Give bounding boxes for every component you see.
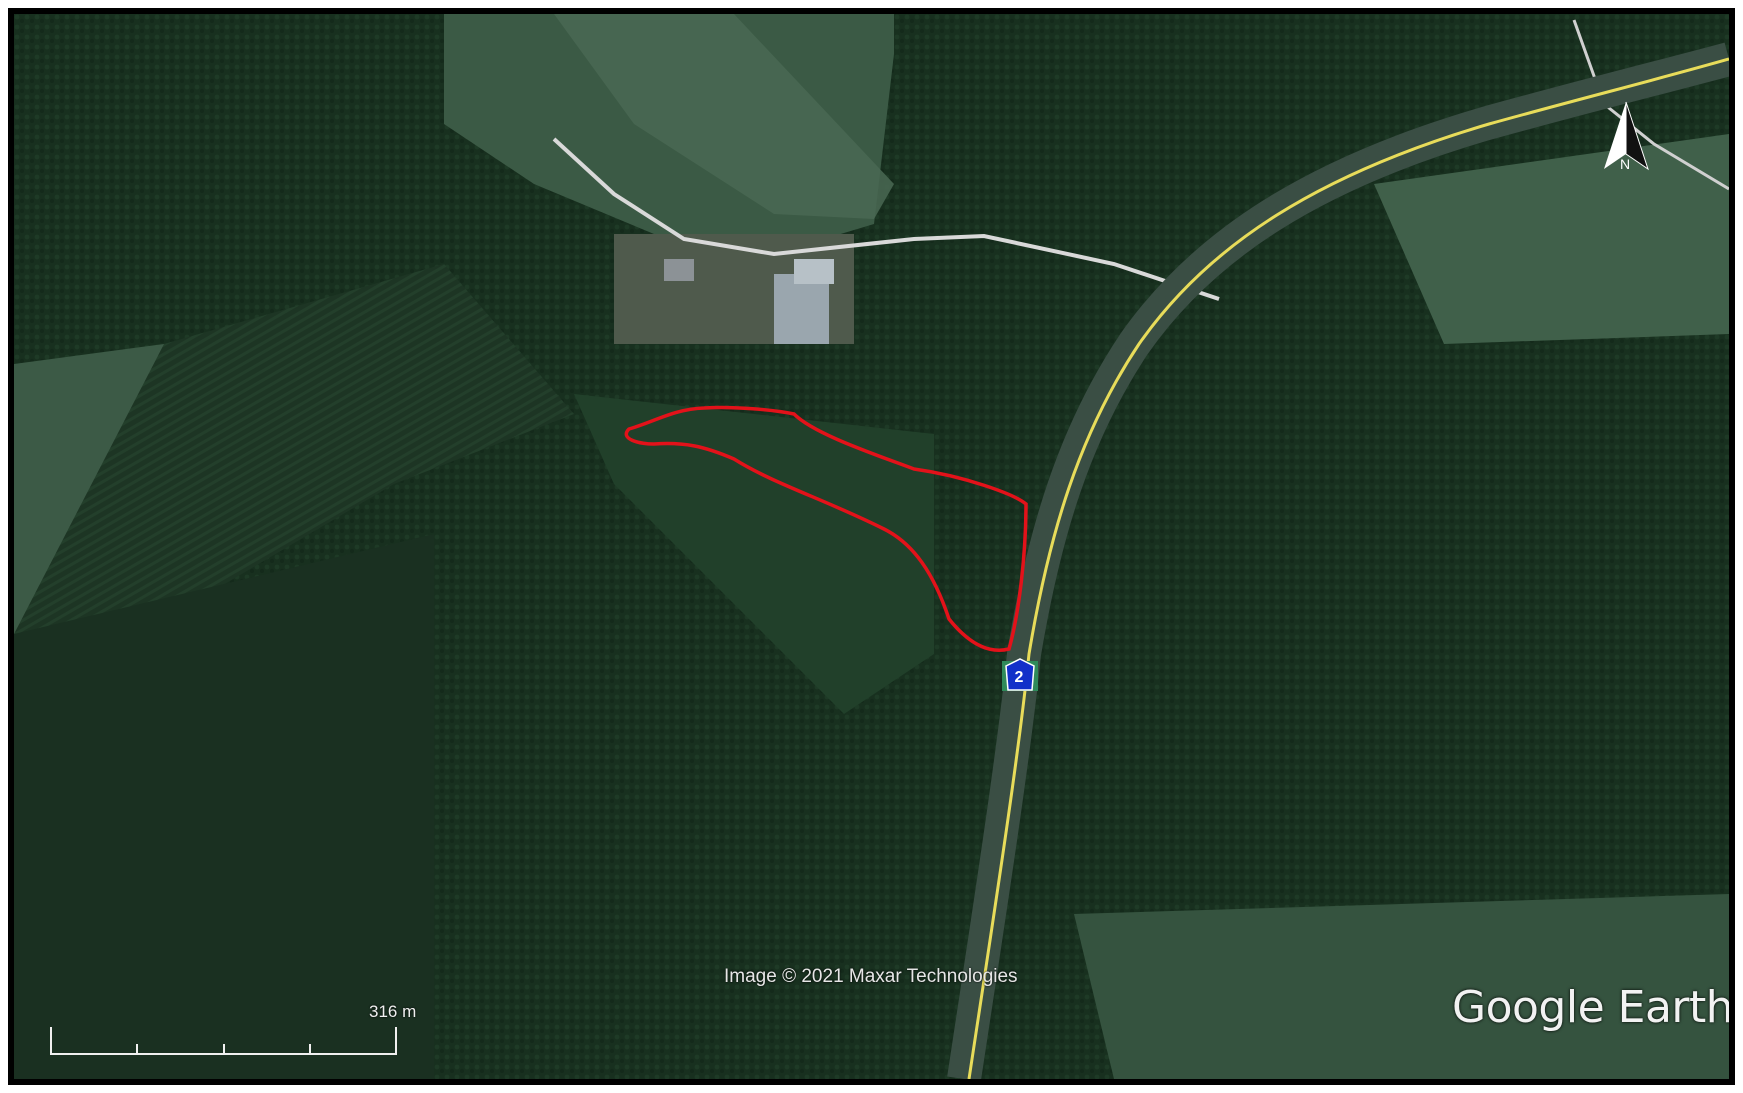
field-bottom-left xyxy=(14,534,434,1079)
building-1 xyxy=(774,274,829,344)
imagery-credit: Image © 2021 Maxar Technologies xyxy=(724,966,1018,987)
scale-label: 316 m xyxy=(369,1002,417,1021)
field-left-rows xyxy=(14,264,574,644)
google-earth-logo: Google Earth xyxy=(1452,982,1729,1033)
field-right-top xyxy=(1374,134,1729,344)
map-frame: 2 N Image © 2021 Maxar Technologies Goog… xyxy=(8,8,1735,1085)
gravel-road xyxy=(552,137,1220,301)
field-top-strip xyxy=(554,14,894,219)
route-shield-icon xyxy=(1002,658,1038,691)
satellite-map[interactable]: 2 N Image © 2021 Maxar Technologies Goog… xyxy=(14,14,1729,1079)
scale-bar xyxy=(50,1027,397,1055)
highway-line xyxy=(967,57,1729,1079)
route-shield-label: 2 xyxy=(1014,669,1024,686)
map-imagery xyxy=(14,14,1729,1079)
building-3 xyxy=(664,259,694,281)
building-2 xyxy=(794,259,834,284)
north-label: N xyxy=(1620,156,1631,172)
clearing-center xyxy=(574,394,934,714)
field-bottom-right xyxy=(1074,894,1729,1079)
property-boundary xyxy=(624,405,1028,652)
north-arrow-icon xyxy=(1604,101,1649,171)
